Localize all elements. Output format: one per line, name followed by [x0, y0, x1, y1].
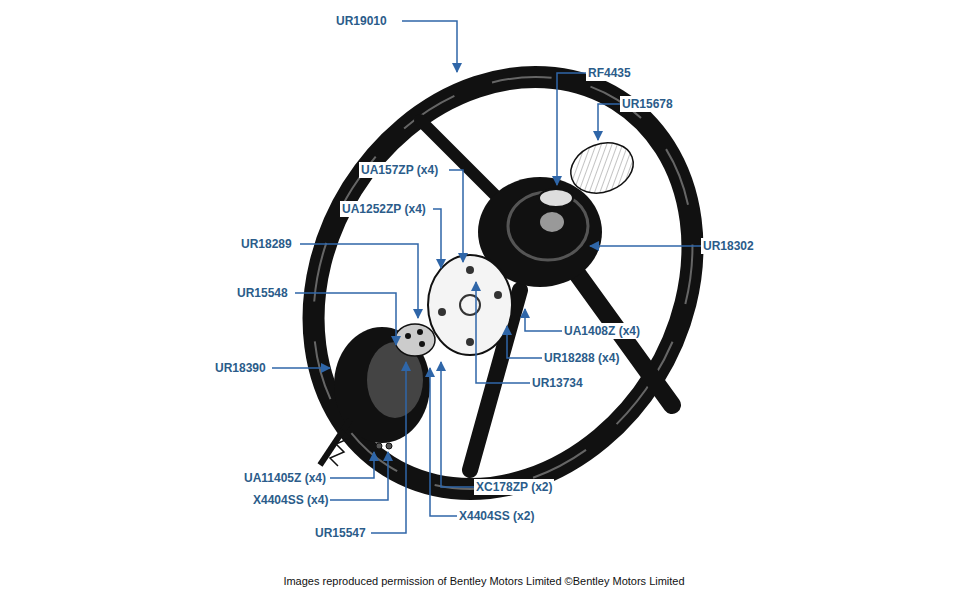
copyright-caption: Images reproduced permission of Bentley … — [283, 574, 684, 588]
part-number: UR18289 — [239, 236, 294, 252]
part-number: RF4435 — [586, 65, 633, 81]
part-number: UR18390 — [213, 360, 268, 376]
wheel-rim — [238, 5, 769, 560]
mounting-plate — [428, 255, 512, 355]
part-number: UA1408Z (x4) — [562, 323, 642, 339]
part-number: UR18288 (x4) — [542, 350, 621, 366]
part-number: UR19010 — [334, 13, 389, 29]
part-number: UR13734 — [530, 375, 585, 391]
part-number: UA157ZP (x4) — [359, 162, 440, 178]
part-number: UR18302 — [701, 238, 756, 254]
horn-button — [564, 135, 641, 202]
part-number: XC178ZP (x2) — [474, 479, 554, 495]
part-number: UA1252ZP (x4) — [340, 201, 428, 217]
part-number: UR15548 — [235, 285, 290, 301]
part-number: UR15547 — [313, 525, 368, 541]
part-number: X4404SS (x2) — [457, 508, 536, 524]
part-number: X4404SS (x4) — [251, 492, 330, 508]
wheel-spokes — [420, 120, 672, 470]
part-number: UA11405Z (x4) — [242, 470, 328, 486]
leader-lines — [272, 21, 701, 533]
part-number: UR15678 — [620, 96, 675, 112]
steering-column — [320, 420, 392, 466]
